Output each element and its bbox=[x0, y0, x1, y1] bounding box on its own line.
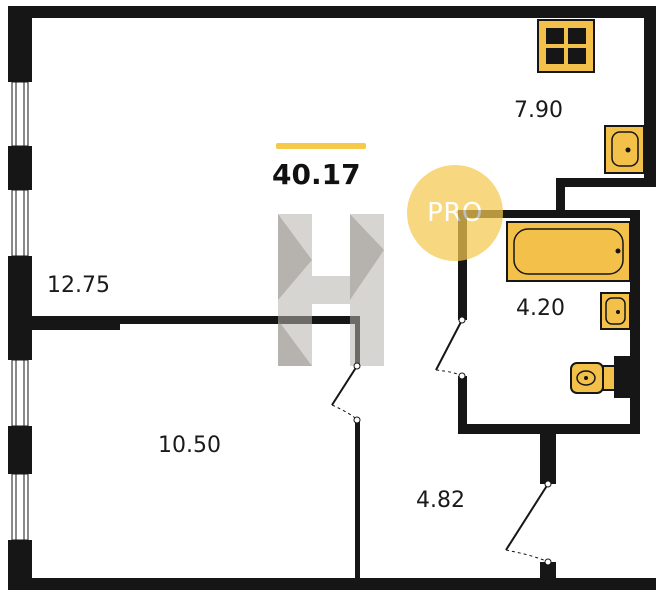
doors bbox=[331, 316, 552, 566]
wall-left-seg4 bbox=[8, 426, 32, 474]
wall-bath-left-top bbox=[458, 210, 467, 320]
door-swing-icon bbox=[331, 362, 361, 424]
wall-right-upper bbox=[644, 6, 656, 180]
room-area-bathroom: 4.20 bbox=[516, 296, 565, 321]
wall-right-bottom bbox=[540, 562, 556, 590]
wall-living-bedroom-thick bbox=[32, 316, 120, 330]
pro-badge: PRO bbox=[407, 165, 503, 261]
wall-bottom bbox=[8, 578, 656, 590]
bathtub-icon bbox=[506, 221, 631, 282]
wall-top bbox=[8, 6, 656, 18]
windows bbox=[11, 81, 29, 541]
wall-left-top bbox=[8, 6, 32, 82]
room-area-bedroom: 10.50 bbox=[158, 433, 221, 458]
wall-right-step-top bbox=[556, 178, 656, 187]
window-icon bbox=[11, 473, 29, 541]
wall-right-mid bbox=[630, 212, 640, 434]
window-icon bbox=[11, 189, 29, 257]
sink-icon bbox=[600, 292, 631, 330]
wall-bath-left-bottom bbox=[458, 376, 467, 434]
window-icon bbox=[11, 359, 29, 427]
outer-walls bbox=[8, 6, 656, 590]
pro-badge-label: PRO bbox=[427, 198, 483, 228]
window-icon bbox=[11, 81, 29, 147]
total-area-label: 40.17 bbox=[272, 158, 361, 191]
door-swing-icon bbox=[435, 316, 466, 380]
wall-left-seg3 bbox=[8, 256, 32, 360]
room-area-kitchen: 7.90 bbox=[514, 98, 563, 123]
wall-left-seg2 bbox=[8, 146, 32, 190]
wall-right-step-left bbox=[556, 178, 565, 212]
room-area-living: 12.75 bbox=[47, 273, 110, 298]
wall-bath-top bbox=[458, 210, 640, 218]
wall-right-notch bbox=[614, 356, 640, 398]
logo-watermark-icon bbox=[278, 214, 384, 366]
stove-icon bbox=[537, 19, 595, 73]
room-area-hall: 4.82 bbox=[416, 488, 465, 513]
door-swing-icon bbox=[505, 480, 552, 566]
wall-living-bedroom bbox=[120, 316, 360, 324]
wall-bedroom-hall bbox=[355, 420, 360, 580]
wall-right-lower bbox=[540, 424, 556, 484]
sink-icon bbox=[604, 125, 645, 174]
wall-left-bottom bbox=[8, 540, 32, 590]
toilet-icon bbox=[570, 362, 616, 394]
fixtures bbox=[506, 19, 645, 394]
total-area-accent-bar bbox=[276, 143, 366, 149]
